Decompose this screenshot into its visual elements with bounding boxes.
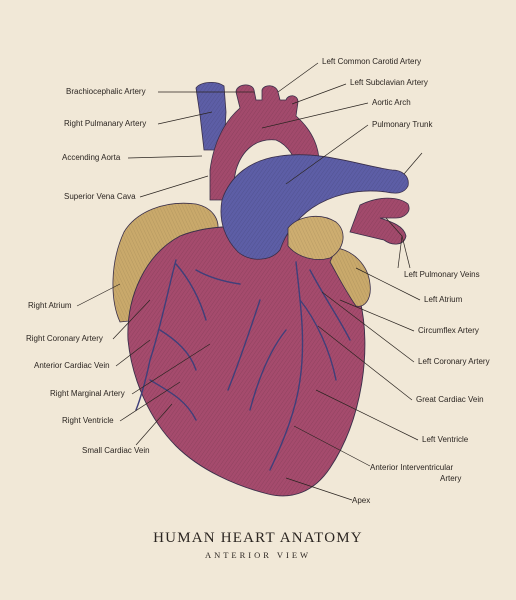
label-great-cardiac-vein: Great Cardiac Vein bbox=[416, 395, 484, 404]
coronary-vessels bbox=[135, 259, 351, 471]
label-small-cardiac-vein: Small Cardiac Vein bbox=[82, 446, 150, 455]
label-ascending-aorta: Accending Aorta bbox=[62, 153, 121, 162]
label-left-common-carotid-artery: Left Common Carotid Artery bbox=[322, 57, 422, 66]
label-left-subclavian-artery: Left Subclavian Artery bbox=[350, 78, 428, 87]
label-superior-vena-cava: Superior Vena Cava bbox=[64, 192, 136, 201]
label-circumflex-artery: Circumflex Artery bbox=[418, 326, 479, 335]
diagram-title: HUMAN HEART ANATOMY bbox=[153, 530, 363, 546]
label-aortic-arch: Aortic Arch bbox=[372, 98, 411, 107]
label-pulmonary-trunk: Pulmonary Trunk bbox=[372, 120, 433, 129]
label-right-pulmonary-artery: Right Pulmanary Artery bbox=[64, 119, 147, 128]
label-right-marginal-artery: Right Marginal Artery bbox=[50, 389, 125, 398]
label-anterior-cardiac-vein: Anterior Cardiac Vein bbox=[34, 361, 110, 370]
label-right-atrium: Right Atrium bbox=[28, 301, 72, 310]
label-left-atrium: Left Atrium bbox=[424, 295, 463, 304]
label-anterior-interventricular-artery-line1: Anterior Interventricular bbox=[370, 463, 454, 472]
label-left-pulmonary-veins: Left Pulmonary Veins bbox=[404, 270, 480, 279]
label-right-ventricle: Right Ventricle bbox=[62, 416, 114, 425]
label-left-coronary-artery: Left Coronary Artery bbox=[418, 357, 490, 366]
label-right-coronary-artery: Right Coronary Artery bbox=[26, 334, 103, 343]
leader-lines bbox=[76, 62, 423, 501]
diagram-subtitle: ANTERIOR VIEW bbox=[204, 550, 312, 560]
label-anterior-interventricular-artery-line2: Artery bbox=[440, 474, 462, 483]
label-brachiocephalic-artery: Brachiocephalic Artery bbox=[66, 87, 146, 96]
label-left-ventricle: Left Ventricle bbox=[422, 435, 469, 444]
label-apex: Apex bbox=[352, 496, 371, 505]
